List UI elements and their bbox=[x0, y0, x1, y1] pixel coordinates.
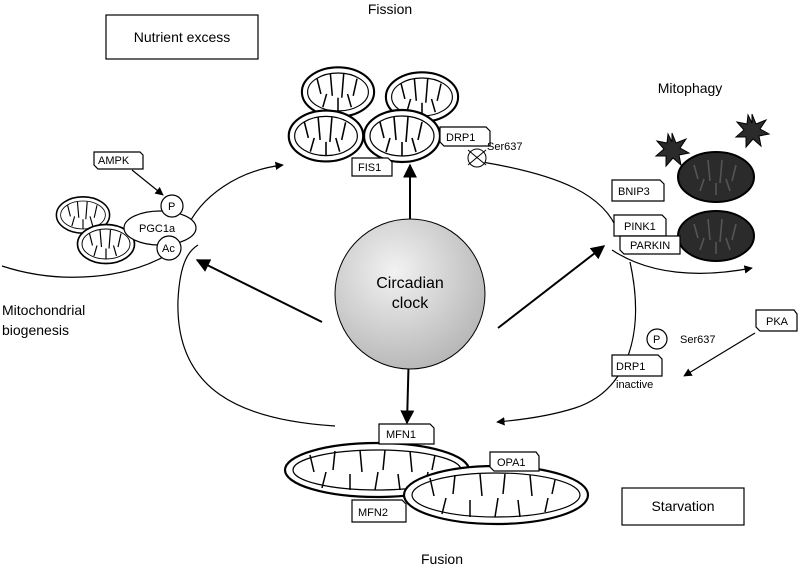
cycle-arc-to-fusion bbox=[496, 261, 637, 426]
fission-label: Fission bbox=[368, 1, 412, 17]
mfn1-tag: MFN1 bbox=[378, 423, 435, 445]
fis1-tag: FIS1 bbox=[351, 157, 393, 177]
mitophagy-curve-arrow bbox=[611, 249, 753, 274]
drp1-top-tag: DRP1 bbox=[439, 126, 491, 147]
circadian-clock-circle bbox=[334, 218, 486, 370]
fission-mitochondria-group bbox=[287, 66, 460, 164]
biogenesis-curve bbox=[1, 249, 176, 278]
cycle-arc-to-fission bbox=[184, 161, 284, 233]
svg-text:MFN1: MFN1 bbox=[386, 429, 416, 441]
fused-mitochondria-group bbox=[283, 441, 590, 526]
p-drp1-label: P bbox=[653, 334, 660, 346]
svg-text:DRP1: DRP1 bbox=[446, 132, 475, 144]
clock-label-line2: clock bbox=[392, 295, 429, 312]
opa1-tag: OPA1 bbox=[489, 451, 540, 472]
clock-arrow-mitophagy bbox=[497, 245, 606, 329]
drp1-right-tag: DRP1 bbox=[611, 354, 663, 377]
svg-text:AMPK: AMPK bbox=[98, 155, 130, 167]
pka-tag: PKA bbox=[755, 309, 798, 332]
ser637-right-label: Ser637 bbox=[680, 334, 715, 346]
biogenesis-label-line1: Mitochondrial bbox=[2, 302, 85, 318]
starvation-box bbox=[621, 487, 745, 526]
svg-text:PINK1: PINK1 bbox=[624, 221, 656, 233]
ser637-phospho-crossed-icon bbox=[467, 148, 487, 168]
biogenesis-mitochondria-group bbox=[55, 196, 136, 265]
nutrient-excess-box bbox=[105, 14, 259, 60]
pka-arrow bbox=[683, 332, 756, 377]
bnip3-tag: BNIP3 bbox=[611, 179, 665, 202]
ampk-phospho-circle bbox=[160, 194, 184, 218]
svg-text:FIS1: FIS1 bbox=[358, 162, 381, 174]
ser637-top-label: Ser637 bbox=[487, 141, 522, 153]
nutrient-excess-label: Nutrient excess bbox=[134, 29, 230, 45]
mfn2-tag: MFN2 bbox=[351, 499, 407, 523]
starvation-label: Starvation bbox=[651, 498, 714, 514]
pgc1a-label: PGC1a bbox=[139, 223, 176, 235]
clock-label-line1: Circadian bbox=[376, 275, 444, 292]
ampk-tag: AMPK bbox=[93, 151, 144, 170]
svg-text:BNIP3: BNIP3 bbox=[618, 186, 650, 198]
svg-text:PKA: PKA bbox=[766, 316, 789, 328]
acetyl-circle bbox=[156, 235, 182, 261]
cycle-arc-left-lower bbox=[177, 244, 336, 427]
parkin-tag: PARKIN bbox=[619, 235, 681, 255]
pink1-tag: PINK1 bbox=[613, 214, 667, 237]
cycle-arc-to-mitophagy-top bbox=[481, 161, 619, 233]
svg-text:PARKIN: PARKIN bbox=[630, 240, 670, 252]
biogenesis-label-line2: biogenesis bbox=[2, 322, 69, 338]
fusion-label: Fusion bbox=[421, 551, 463, 567]
svg-text:MFN2: MFN2 bbox=[358, 507, 388, 519]
mitophagy-label: Mitophagy bbox=[658, 80, 723, 96]
drp1-phospho-circle bbox=[646, 328, 668, 350]
drp1-inactive-label: inactive bbox=[616, 379, 653, 391]
svg-text:DRP1: DRP1 bbox=[616, 361, 645, 373]
clock-arrow-biogenesis bbox=[195, 259, 323, 323]
ampk-arrow bbox=[131, 169, 164, 196]
svg-text:OPA1: OPA1 bbox=[497, 457, 526, 469]
ac-label: Ac bbox=[162, 243, 175, 255]
p-ampk-label: P bbox=[168, 201, 175, 213]
